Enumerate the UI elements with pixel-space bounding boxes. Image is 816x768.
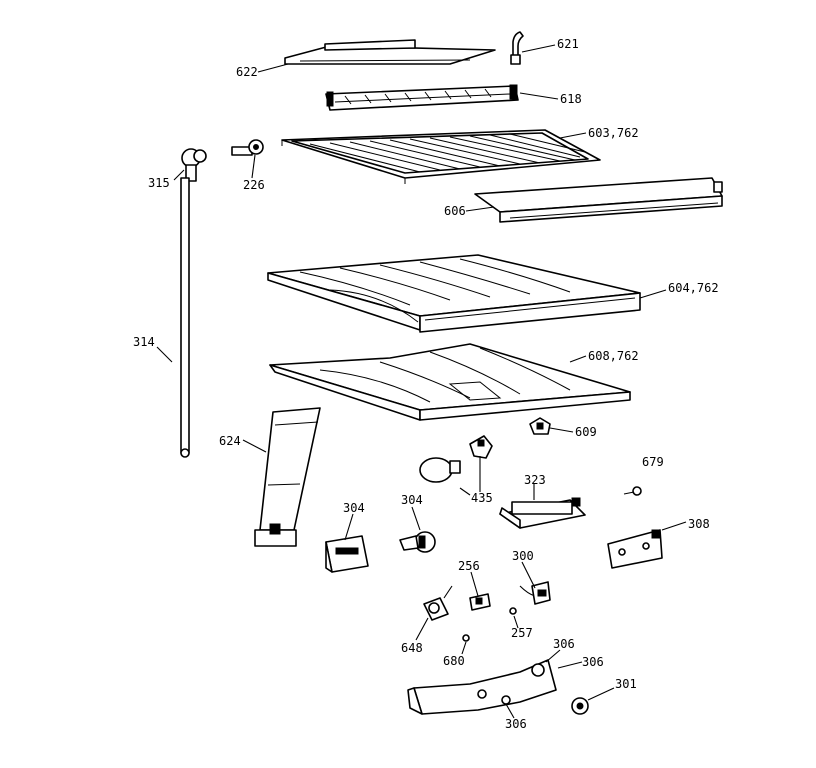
part-304-control-box[interactable] (325, 535, 369, 573)
callout-306-c: 306 (505, 717, 527, 731)
part-680-screw[interactable] (462, 634, 470, 642)
callout-304-knob: 304 (401, 493, 423, 507)
part-226-pin[interactable] (231, 139, 264, 156)
callout-679: 679 (642, 455, 664, 469)
callout-608: 608,762 (588, 349, 639, 363)
callout-308: 308 (688, 517, 710, 531)
callout-257: 257 (511, 626, 533, 640)
part-624-duct[interactable] (254, 407, 321, 547)
callout-labels: 621 622 618 603,762 315 226 606 604,762 … (133, 37, 719, 731)
callout-606: 606 (444, 204, 466, 218)
part-606-cover[interactable] (474, 177, 723, 223)
part-435-bulb[interactable] (419, 435, 493, 483)
callout-306-b: 306 (582, 655, 604, 669)
callout-315: 315 (148, 176, 170, 190)
part-603-shelf[interactable] (281, 129, 601, 184)
part-301-knob[interactable] (571, 697, 589, 715)
part-256-switch[interactable] (469, 593, 491, 611)
callout-621: 621 (557, 37, 579, 51)
callout-648: 648 (401, 641, 423, 655)
callout-314: 314 (133, 335, 155, 349)
callout-300: 300 (512, 549, 534, 563)
part-648-thermostat[interactable] (423, 585, 453, 621)
part-314-rod[interactable] (180, 177, 190, 458)
part-257-screw[interactable] (509, 607, 517, 615)
callout-604: 604,762 (668, 281, 719, 295)
callout-624: 624 (219, 434, 241, 448)
callout-301: 301 (615, 677, 637, 691)
part-621-tube[interactable] (510, 31, 524, 65)
part-609-clip[interactable] (529, 417, 551, 435)
callout-226: 226 (243, 178, 265, 192)
leader-lines (156, 44, 687, 719)
part-323-housing[interactable] (499, 497, 586, 529)
callout-603: 603,762 (588, 126, 639, 140)
callout-256: 256 (458, 559, 480, 573)
part-315-hinge[interactable] (181, 148, 207, 182)
callout-680: 680 (443, 654, 465, 668)
callout-622: 622 (236, 65, 258, 79)
callout-323: 323 (524, 473, 546, 487)
part-304-knob[interactable] (399, 531, 436, 553)
callout-304-box: 304 (343, 501, 365, 515)
callout-306-a: 306 (553, 637, 575, 651)
part-308-bracket[interactable] (607, 529, 663, 569)
part-306-bracket[interactable] (407, 659, 557, 715)
part-604-tray[interactable] (267, 254, 641, 333)
part-300-connector[interactable] (519, 581, 551, 605)
callout-435: 435 (471, 491, 493, 505)
part-608-pan[interactable] (269, 343, 631, 421)
callout-618: 618 (560, 92, 582, 106)
part-618-rail[interactable] (325, 84, 519, 111)
callout-609: 609 (575, 425, 597, 439)
part-679-screw[interactable] (623, 486, 642, 496)
part-622-cover[interactable] (284, 39, 496, 65)
